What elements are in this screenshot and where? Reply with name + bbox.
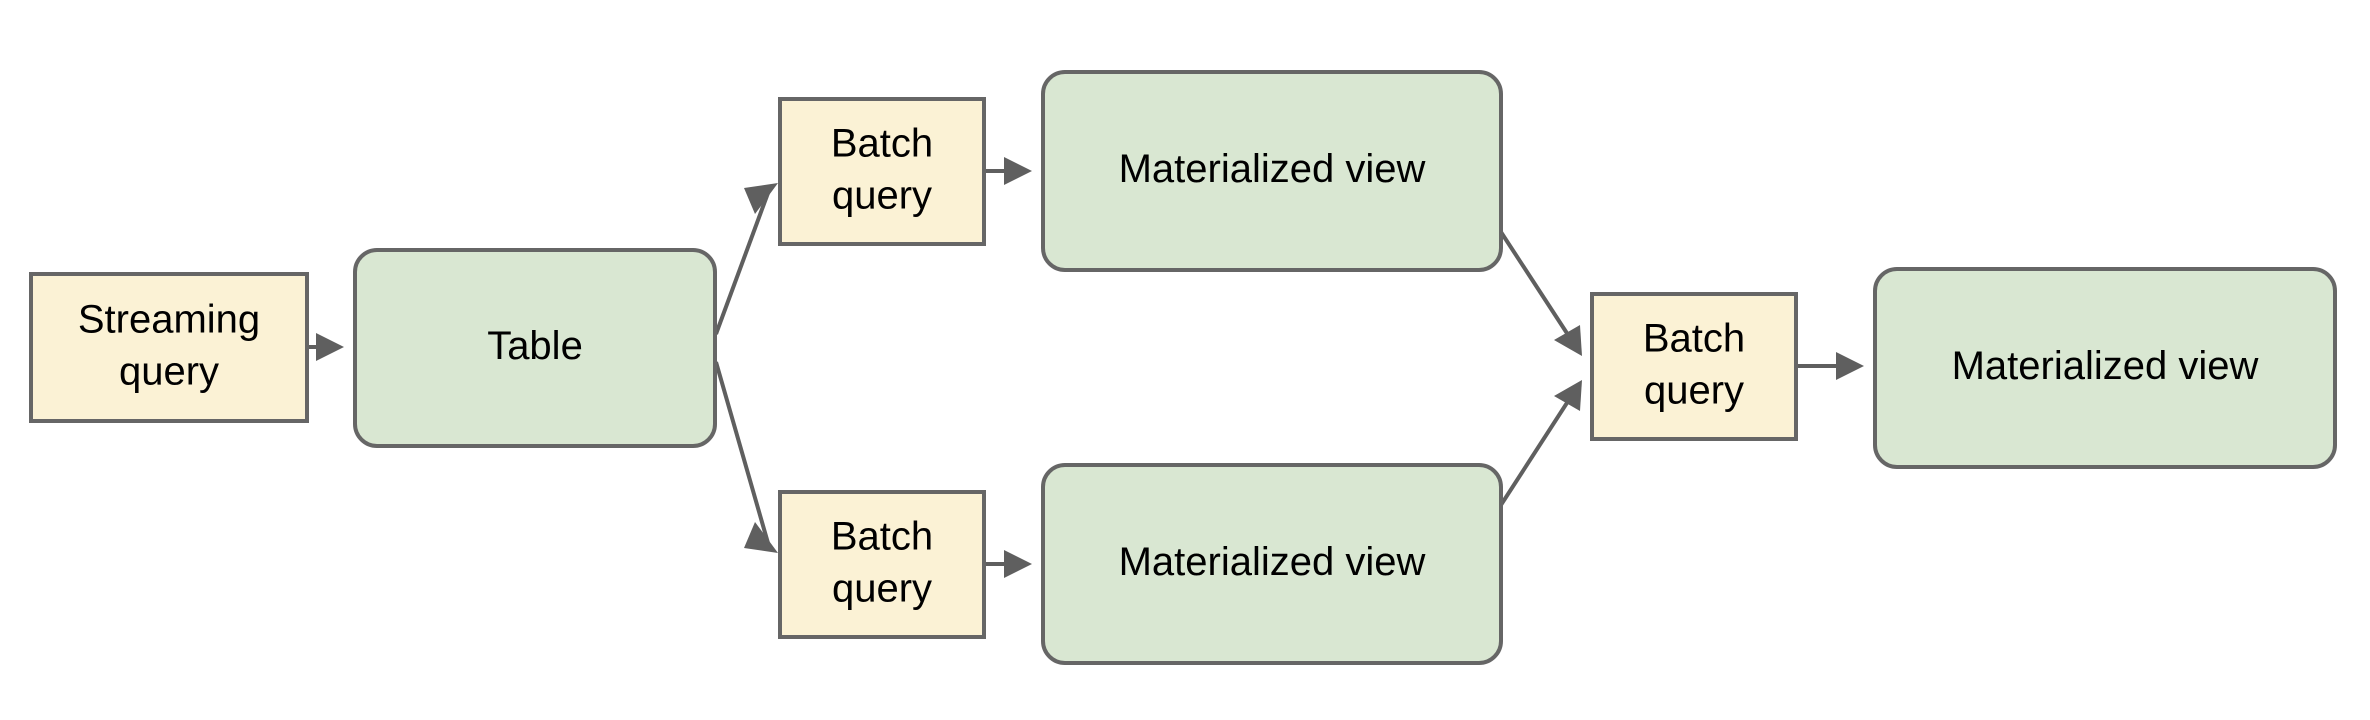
arrowhead-icon	[744, 522, 778, 553]
flow-edge	[1798, 352, 1864, 380]
node-label: Materialized view	[1952, 344, 2259, 388]
node-shape[interactable]	[1873, 267, 2337, 469]
arrowhead-icon	[1554, 325, 1582, 356]
flow-node-materialized-view-bottom[interactable]: Materialized view	[1041, 463, 1503, 665]
flow-edge	[309, 333, 344, 361]
flow-edge	[986, 550, 1032, 578]
arrowhead-icon	[744, 183, 778, 214]
node-shape[interactable]	[1041, 463, 1503, 665]
flow-node-table[interactable]: Table	[353, 248, 717, 448]
flow-node-materialized-view-top[interactable]: Materialized view	[1041, 70, 1503, 272]
flow-edge	[1497, 227, 1582, 356]
node-label: Table	[487, 324, 583, 368]
edges-layer	[309, 157, 1864, 578]
arrowhead-icon	[1554, 380, 1582, 411]
node-shape[interactable]	[29, 272, 309, 423]
arrowhead-icon	[1004, 157, 1032, 185]
node-shape[interactable]	[778, 490, 986, 639]
node-shape[interactable]	[778, 97, 986, 246]
arrowhead-icon	[1836, 352, 1864, 380]
flow-edge	[986, 157, 1032, 185]
arrowhead-icon	[316, 333, 344, 361]
flow-edge	[714, 361, 778, 553]
node-shape[interactable]	[353, 248, 717, 448]
flow-node-materialized-view-final[interactable]: Materialized view	[1873, 267, 2337, 469]
arrowhead-icon	[1004, 550, 1032, 578]
node-label: Materialized view	[1119, 147, 1426, 191]
edge-line	[1497, 227, 1576, 346]
flow-edge	[714, 183, 778, 335]
node-shape[interactable]	[1041, 70, 1503, 272]
edge-line	[714, 192, 770, 335]
flow-edge	[1497, 380, 1582, 510]
edge-line	[714, 361, 770, 544]
node-shape[interactable]	[1590, 292, 1798, 441]
node-label: Materialized view	[1119, 540, 1426, 584]
edge-line	[1497, 390, 1576, 510]
